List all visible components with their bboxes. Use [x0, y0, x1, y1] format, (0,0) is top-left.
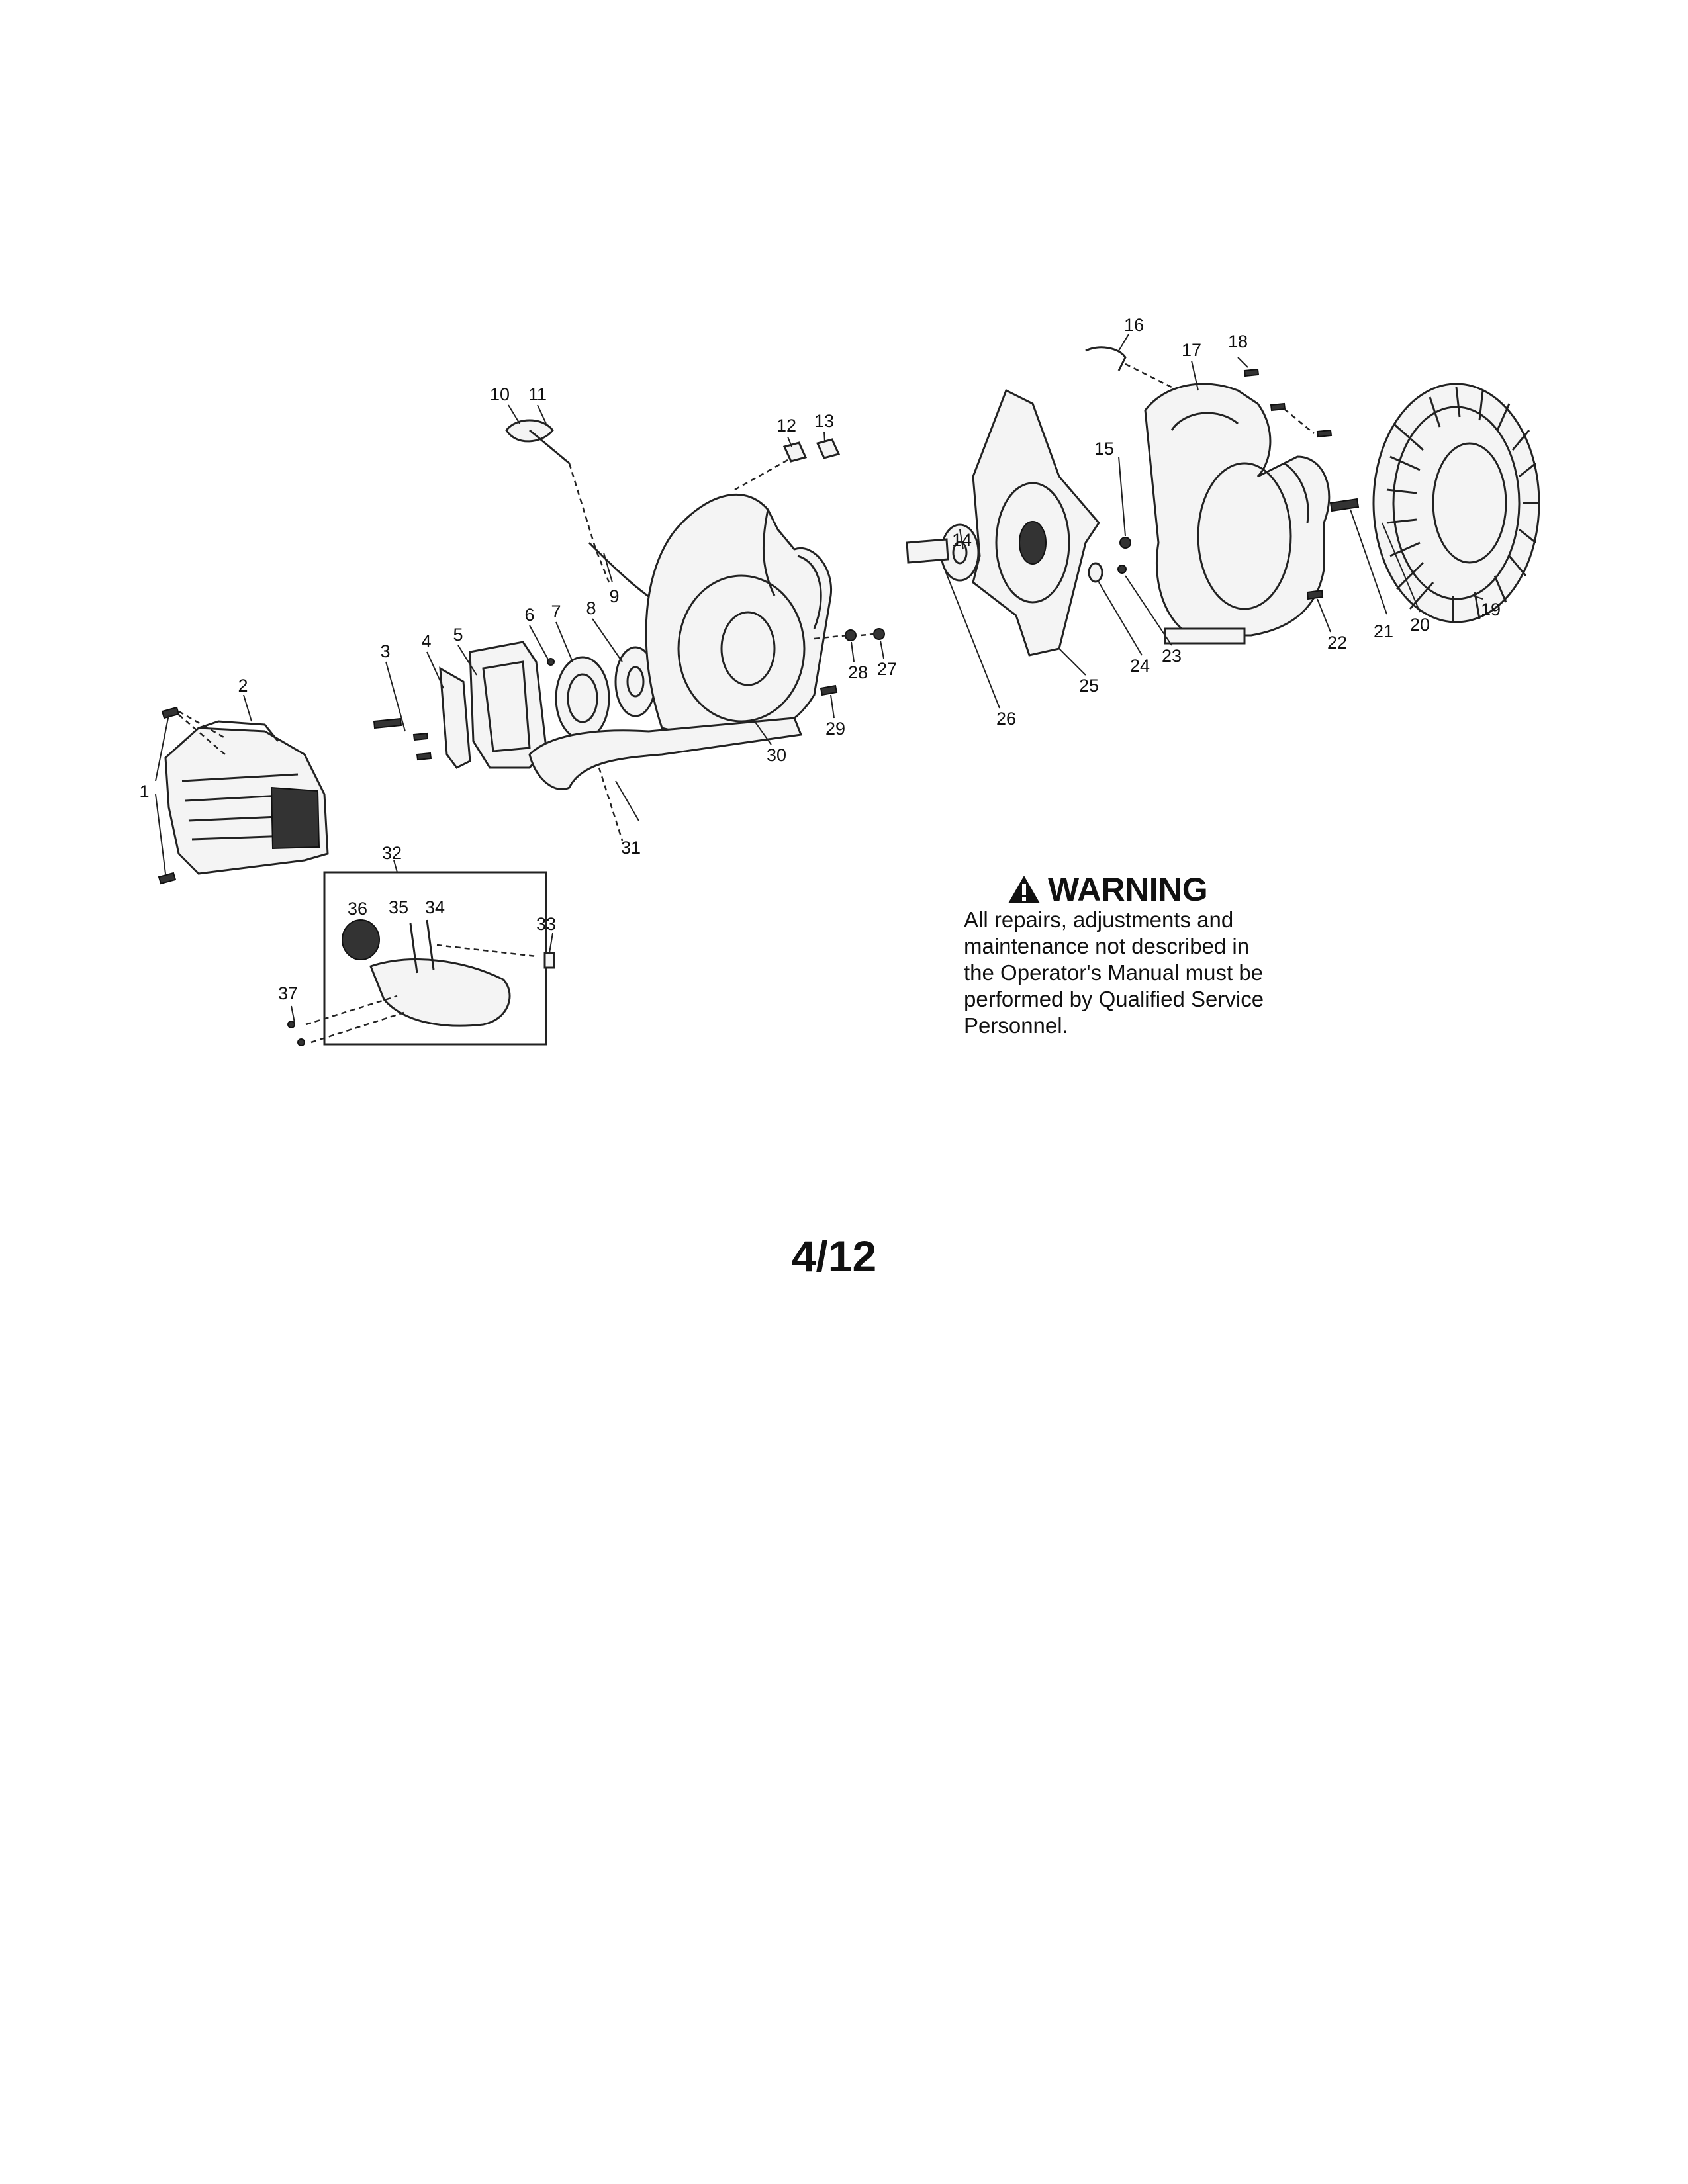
callout-31: 31	[621, 838, 641, 858]
grille-19	[1372, 383, 1540, 623]
callout-28: 28	[848, 662, 868, 682]
callout-8: 8	[586, 598, 596, 618]
callout-21: 21	[1374, 621, 1393, 641]
fasteners-27-28-29	[814, 628, 885, 696]
callout-5: 5	[453, 625, 463, 645]
warning-triangle-icon	[1008, 876, 1040, 903]
callout-29: 29	[825, 719, 845, 739]
switch-16	[1085, 346, 1179, 392]
callout-10: 10	[490, 385, 510, 404]
gasket-4	[439, 666, 471, 769]
flywheel-7	[547, 656, 610, 741]
screws-21-22	[1306, 498, 1360, 600]
callout-13: 13	[814, 411, 834, 431]
callout-12: 12	[776, 416, 796, 435]
callout-22: 22	[1327, 633, 1347, 653]
hose-9	[588, 541, 653, 600]
callout-37: 37	[278, 983, 298, 1003]
callout-24: 24	[1130, 656, 1150, 676]
callout-14: 14	[952, 530, 972, 550]
callout-15: 15	[1094, 439, 1114, 459]
callout-25: 25	[1079, 676, 1099, 696]
caps-12-13	[734, 438, 841, 491]
callout-4: 4	[421, 631, 431, 651]
callout-6: 6	[524, 605, 534, 625]
callout-3: 3	[380, 641, 390, 661]
primer-10-11	[505, 419, 610, 583]
callout-17: 17	[1182, 340, 1201, 360]
warning-title: WARNING	[1048, 871, 1208, 908]
callout-19: 19	[1481, 600, 1501, 619]
warning-heading: WARNING	[964, 872, 1374, 907]
screws-18	[1243, 368, 1333, 438]
callout-16: 16	[1124, 315, 1144, 335]
callout-36: 36	[348, 899, 367, 919]
main-housing-30	[645, 494, 833, 743]
nut-washers	[1088, 537, 1131, 583]
warning-text: All repairs, adjustments and maintenance…	[964, 907, 1264, 1038]
callout-26: 26	[996, 709, 1016, 729]
callout-23: 23	[1162, 646, 1182, 666]
callout-33: 33	[536, 914, 556, 934]
impeller-25	[972, 388, 1100, 657]
page-number: 4/12	[791, 1232, 877, 1281]
callout-7: 7	[551, 602, 561, 621]
screws-3	[373, 717, 432, 761]
washer-8	[614, 646, 657, 717]
callout-9: 9	[609, 586, 619, 606]
callout-35: 35	[389, 897, 408, 917]
engine-cover	[164, 720, 329, 875]
callout-2: 2	[238, 676, 248, 696]
hub-shaft-26	[906, 523, 980, 582]
fan-housing-17	[1144, 383, 1331, 645]
callout-32: 32	[382, 843, 402, 863]
callout-1: 1	[139, 782, 149, 801]
callout-34: 34	[425, 897, 445, 917]
callout-27: 27	[877, 659, 897, 679]
callout-11: 11	[528, 385, 547, 404]
handle-31	[528, 717, 803, 841]
callout-20: 20	[1410, 615, 1430, 635]
throttle-kit-box	[287, 871, 555, 1046]
cover-screws	[158, 706, 226, 885]
warning-notice: WARNING All repairs, adjustments and mai…	[964, 872, 1374, 1039]
callout-18: 18	[1228, 332, 1248, 351]
callout-30: 30	[767, 745, 786, 765]
